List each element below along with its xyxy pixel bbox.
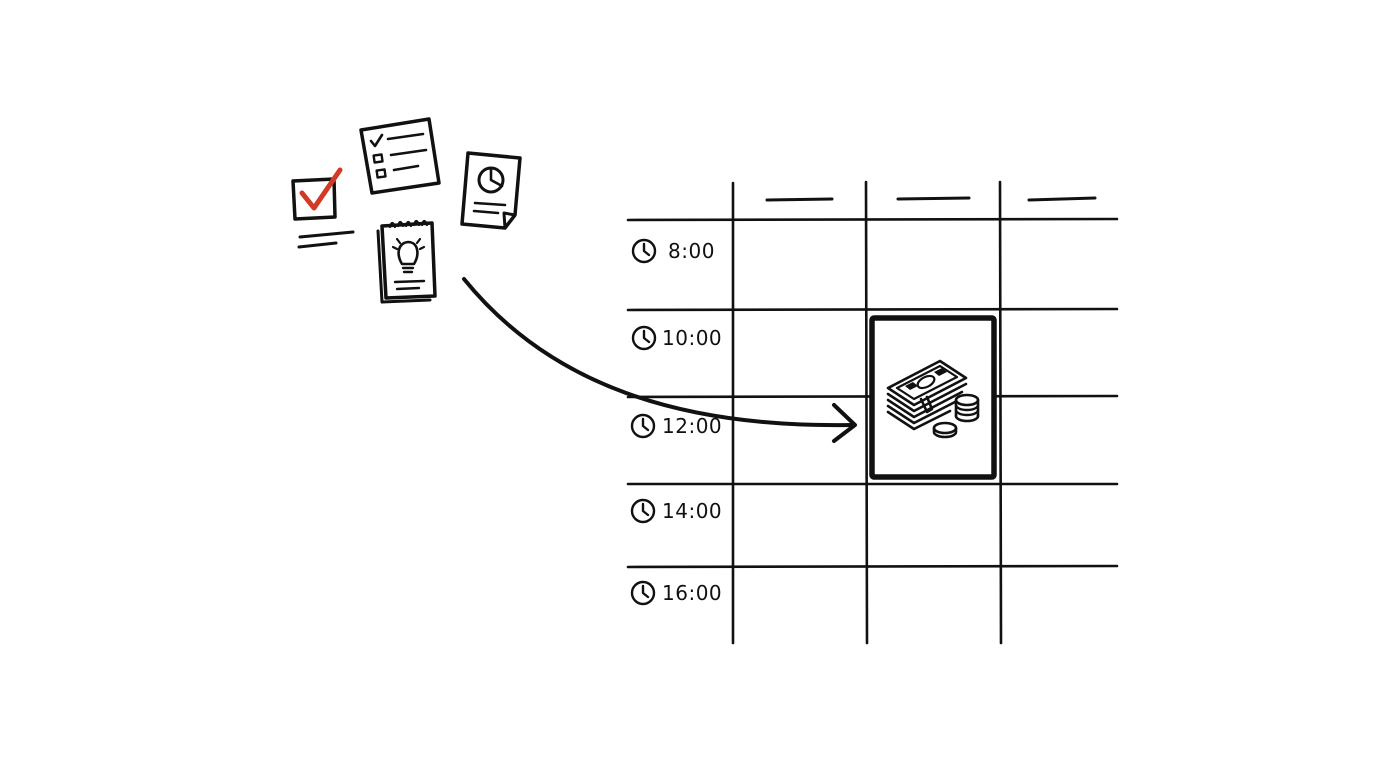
clock-icon xyxy=(631,325,657,351)
time-slot-row: 16:00 xyxy=(630,580,722,606)
clock-icon xyxy=(631,238,657,264)
time-label: 12:00 xyxy=(662,414,722,438)
time-slot-row: 8:00 xyxy=(631,238,715,264)
checklist-document-icon xyxy=(359,117,441,195)
schedule-grid: 8:00 10:00 12:00 14:00 xyxy=(626,180,1119,645)
checkbox-checked-icon xyxy=(291,167,355,249)
column-header-1 xyxy=(765,197,834,202)
clock-icon xyxy=(630,580,656,606)
time-label: 16:00 xyxy=(662,581,722,605)
time-label: 10:00 xyxy=(662,326,722,350)
pie-chart-document-icon xyxy=(460,151,522,230)
clock-icon xyxy=(630,413,656,439)
column-header-3 xyxy=(1027,196,1097,202)
time-slot-row: 14:00 xyxy=(630,498,722,524)
time-slot-row: 12:00 xyxy=(630,413,722,439)
time-label: 8:00 xyxy=(668,239,715,263)
clock-icon xyxy=(630,498,656,524)
red-check-mark xyxy=(299,167,343,211)
time-slot-row: 10:00 xyxy=(631,325,722,351)
column-header-2 xyxy=(896,196,971,201)
idea-notepad-icon xyxy=(376,219,437,304)
curved-arrow-icon xyxy=(462,277,857,443)
money-stack-icon xyxy=(886,359,980,439)
task-cluster xyxy=(291,117,522,304)
scheduled-block xyxy=(869,315,997,480)
time-label: 14:00 xyxy=(662,499,722,523)
